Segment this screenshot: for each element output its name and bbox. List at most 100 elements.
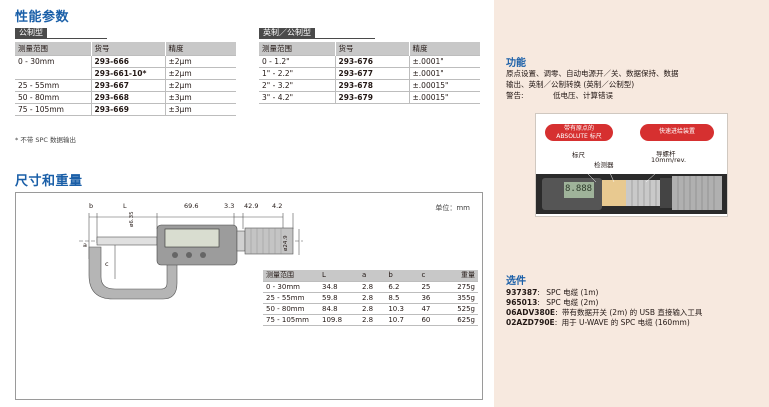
table-header-row: 测量范围 L a b c 重量 [263, 270, 478, 281]
option-desc: SPC 电缆 (2m) [546, 298, 599, 307]
cell-code: 293-669 [91, 103, 166, 116]
micrometer-cutaway-image [536, 168, 727, 214]
cell: 109.8 [319, 313, 359, 326]
cell: 50 - 80mm [263, 302, 319, 314]
callout-line-2: ABSOLUTE 标尺 [556, 132, 602, 140]
cell: 47 [418, 302, 442, 314]
dim-L-label: L [123, 202, 127, 210]
table-row: 1" - 2.2"293-677±.0001" [259, 67, 480, 80]
features-line-2: 输出、英制／公制转换 (英制／公制型) [506, 80, 635, 89]
option-item: 06ADV380E: 带有数据开关 (2m) 的 USB 直接输入工具 [506, 308, 703, 317]
table-row: 3" - 4.2"293-679±.00015" [259, 91, 480, 104]
dim-3-label: 3.3 [224, 202, 235, 210]
cell: 2.8 [359, 302, 386, 314]
options-title: 选件 [506, 276, 526, 287]
metric-tab: 公制型 [15, 28, 107, 39]
cell-range [15, 67, 92, 80]
metric-footnote: * 不带 SPC 数据输出 [15, 136, 77, 144]
cell-range: 1" - 2.2" [259, 67, 336, 80]
cell-code: 293-661-10* [91, 67, 166, 80]
option-item: 02AZD790E: 用于 U-WAVE 的 SPC 电缆 (160mm) [506, 318, 690, 327]
lead-screw-label: 导螺杆 [656, 150, 676, 158]
col-range: 测量范围 [15, 42, 92, 56]
option-item: 937387: SPC 电缆 (1m) [506, 288, 599, 297]
cell: 25 - 55mm [263, 291, 319, 303]
cell-code: 293-677 [335, 67, 410, 80]
cell-code: 293-666 [91, 55, 166, 68]
cell-accuracy: ±.00015" [409, 91, 480, 104]
quick-feed-callout: 快速进给装置 [640, 124, 714, 141]
warning-text: 低电压、计算错误 [553, 91, 613, 100]
cell-range: 0 - 30mm [15, 55, 92, 68]
cell-code: 293-667 [91, 79, 166, 92]
callout-line-1: 带有原点的 [563, 125, 594, 132]
table-row: 0 - 1.2"293-676±.0001" [259, 55, 480, 68]
cell: 355g [441, 291, 478, 303]
col-range: 测量范围 [263, 270, 319, 281]
col-accuracy: 精度 [165, 42, 236, 56]
col-L: L [319, 270, 359, 281]
cell: 2.8 [359, 280, 386, 292]
imperial-spec-table: 测量范围 货号 精度 0 - 1.2"293-676±.0001" 1" - 2… [259, 42, 480, 104]
col-code: 货号 [335, 42, 410, 56]
cell-range: 3" - 4.2" [259, 91, 336, 104]
cell-accuracy: ±3μm [165, 91, 236, 104]
cell: 84.8 [319, 302, 359, 314]
dim-spindle-label: ø6.35 [129, 211, 135, 227]
cell-range: 2" - 3.2" [259, 79, 336, 92]
dim-4-label: 4.2 [272, 202, 283, 210]
micrometer-drawing [79, 213, 303, 300]
cell-code: 293-668 [91, 91, 166, 104]
lead-screw-pitch-label: 10mm/rev. [651, 156, 687, 164]
table-row: 2" - 3.2"293-678±.00015" [259, 79, 480, 92]
dim-69-label: 69.6 [184, 202, 199, 210]
cell: 2.8 [359, 291, 386, 303]
table-row: 293-661-10*±2μm [15, 67, 236, 80]
cell: 6.2 [385, 280, 419, 292]
features-line-1: 原点设置、调零、自动电源开／关、数据保持、数据 [506, 69, 679, 78]
option-item: 965013: SPC 电缆 (2m) [506, 298, 599, 307]
option-code: 06ADV380E [506, 308, 556, 317]
photo-display-readout: 8.888 [565, 184, 593, 194]
cell-accuracy: ±3μm [165, 103, 236, 116]
col-b: b [385, 270, 419, 281]
cell-range: 75 - 105mm [15, 103, 92, 116]
col-a: a [359, 270, 386, 281]
col-code: 货号 [91, 42, 166, 56]
cell: 59.8 [319, 291, 359, 303]
dim-b-label: b [89, 202, 94, 210]
option-desc: 带有数据开关 (2m) 的 USB 直接输入工具 [561, 308, 703, 317]
dimensions-title: 尺寸和重量 [15, 174, 83, 189]
cell: 525g [441, 302, 478, 314]
option-code: 937387 [506, 288, 538, 297]
product-photo: 带有原点的 ABSOLUTE 标尺 快速进给装置 标尺 检测器 导螺杆 10mm… [535, 113, 728, 217]
cell: 2.8 [359, 313, 386, 326]
performance-title: 性能参数 [15, 10, 70, 25]
cell: 0 - 30mm [263, 280, 319, 292]
cell: 75 - 105mm [263, 313, 319, 326]
dim-42-label: 42.9 [244, 202, 259, 210]
option-code: 02AZD790E [506, 318, 555, 327]
cell-accuracy: ±.00015" [409, 79, 480, 92]
dim-thimble-label: ø24.9 [283, 235, 289, 251]
scale-label: 标尺 [572, 151, 585, 159]
cell: 275g [441, 280, 478, 292]
cell-code: 293-676 [335, 55, 410, 68]
option-desc: SPC 电缆 (1m) [546, 288, 599, 297]
cell: 8.5 [385, 291, 419, 303]
warning-label: 警告: [506, 91, 524, 100]
cell-code: 293-679 [335, 91, 410, 104]
table-header-row: 测量范围 货号 精度 [259, 42, 480, 56]
dim-c-label: c [105, 260, 109, 268]
table-header-row: 测量范围 货号 精度 [15, 42, 236, 56]
cell: 60 [418, 313, 442, 326]
unit-label: 单位：mm [435, 204, 470, 212]
